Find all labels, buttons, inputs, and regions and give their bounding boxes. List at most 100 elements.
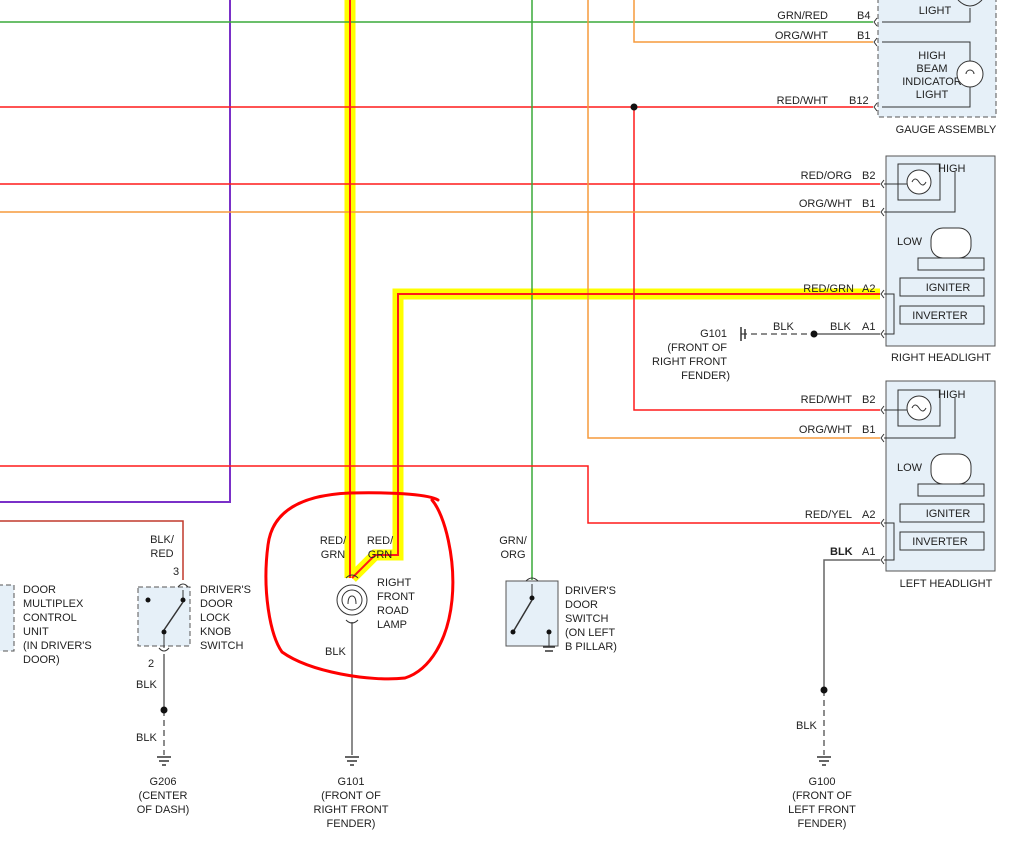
road-lamp-l3: ROAD (377, 605, 409, 617)
g101-bottom-name: G101 (338, 776, 365, 788)
label-grn-org-2: ORG (500, 549, 525, 561)
pin-a2-left: A2 (862, 509, 875, 521)
door-switch-l2: DOOR (565, 599, 598, 611)
ground-g101-top: G101 (FRONT OF RIGHT FRONT FENDER) (652, 327, 746, 382)
switch-contact-icon (510, 629, 516, 635)
switch-blade-icon (163, 601, 184, 631)
rh-inverter-label: INVERTER (912, 310, 967, 322)
splice-points (160, 103, 828, 714)
switch-contact-icon (529, 595, 535, 601)
label-red-grn-left-1: RED/ (320, 535, 347, 547)
pin-chevron-icon (880, 433, 885, 443)
g101-top-l3: FENDER) (681, 370, 730, 382)
door-mux-box (0, 584, 15, 652)
lock-switch-l3: LOCK (200, 612, 231, 624)
pin-chevron-icon (880, 405, 885, 415)
label-blk-a1-left: BLK (830, 546, 853, 558)
rh-internal-wire (884, 172, 956, 213)
switch-contact-icon (161, 629, 167, 635)
g101-bottom-l3: FENDER) (327, 818, 376, 830)
g101-top-name: G101 (700, 328, 727, 340)
pin-chevron-icon (880, 518, 885, 528)
connector-icon (345, 574, 359, 579)
gauge-hb-2: BEAM (916, 63, 947, 75)
gauge-hb-3: INDICATOR (902, 76, 962, 88)
pin-chevron-icon (880, 329, 885, 339)
wire-org-wht-left-b1 (587, 0, 880, 439)
ground-g101-bottom: G101 (FRONT OF RIGHT FRONT FENDER) (314, 756, 389, 830)
g206-name: G206 (150, 776, 177, 788)
right-headlight: HIGH LOW IGNITER INVERTER RIGHT HEADLIGH… (884, 155, 996, 364)
label-grn-red: GRN/RED (777, 10, 828, 22)
g100-name: G100 (809, 776, 836, 788)
splice-dot (160, 706, 168, 714)
pin-a1-left: A1 (862, 546, 875, 558)
pin-a1-right: A1 (862, 321, 875, 333)
label-red-wht: RED/WHT (777, 95, 829, 107)
label-red-grn-left-2: GRN (321, 549, 346, 561)
connector-icon (158, 647, 170, 652)
door-mux-l1: DOOR (23, 584, 56, 596)
wire-blk-red (0, 520, 184, 580)
door-switch-l3: SWITCH (565, 613, 608, 625)
indicator-bulb-icon (956, 60, 984, 88)
wire-red-wht-left-b2 (633, 107, 880, 411)
bulb-icon (957, 0, 983, 7)
splice-dot (820, 686, 828, 694)
highlight-red-grn-route (348, 288, 880, 582)
connector-icon (177, 583, 189, 588)
high-bulb-frame (897, 389, 941, 427)
highlighted-circuit (344, 0, 880, 582)
door-mux-l2: MULTIPLEX (23, 598, 84, 610)
gauge-internal-wire (882, 8, 971, 23)
splice-dot (810, 330, 818, 338)
door-mux-l3: CONTROL (23, 612, 77, 624)
wire-org-wht-b1-gauge (633, 0, 873, 43)
g206-l2: OF DASH) (137, 804, 190, 816)
gauge-hb-4: LIGHT (916, 89, 949, 101)
label-red-grn-right-2: GRN (368, 549, 393, 561)
lock-switch-l1: DRIVER'S (200, 584, 251, 596)
label-red-wht-left: RED/WHT (801, 394, 853, 406)
driver-door-switch: GRN/ ORG DRIVER'S DOOR SWITCH (ON LEFT B… (499, 535, 617, 653)
pin-chevron-icon (873, 17, 878, 27)
lh-internal-wire (884, 398, 956, 439)
g100-l1: (FRONT OF (792, 790, 852, 802)
gauge-light-label: LIGHT (919, 5, 952, 17)
pin-a2-right: A2 (862, 283, 875, 295)
rh-igniter-label: IGNITER (926, 282, 971, 294)
g101-top-l1: (FRONT OF (667, 342, 727, 354)
hid-bulb-icon (930, 227, 972, 259)
g101-bottom-l1: (FRONT OF (321, 790, 381, 802)
lamp-reflector-icon (341, 589, 363, 611)
lh-low-label: LOW (897, 462, 923, 474)
pin-b4: B4 (857, 10, 870, 22)
label-red-grn-a2: RED/GRN (803, 283, 854, 295)
label-blk-red-1: BLK/ (150, 534, 175, 546)
hid-bulb-icon (930, 453, 972, 485)
wire-blk-a1-left (823, 559, 880, 690)
label-blk-2: BLK (830, 321, 851, 333)
label-blk-road-lamp: BLK (325, 646, 346, 658)
connector-icon (525, 577, 539, 582)
high-bulb-frame (897, 163, 941, 201)
pin-chevron-icon (880, 207, 885, 217)
switch-blade-icon (512, 599, 533, 633)
ground-g100: BLK G100 (FRONT OF LEFT FRONT FENDER) (788, 720, 856, 830)
pin-2: 2 (148, 658, 154, 670)
door-switch-l4: (ON LEFT (565, 627, 615, 639)
door-switch-l5: B PILLAR) (565, 641, 617, 653)
g100-l3: FENDER) (798, 818, 847, 830)
connector-chevrons (873, 17, 885, 565)
switch-contact-icon (145, 597, 151, 603)
label-red-yel: RED/YEL (805, 509, 852, 521)
label-blk-lock-1: BLK (136, 679, 157, 691)
rh-internal-wire (884, 293, 895, 335)
door-lock-knob-switch: BLK/ RED 3 DRIVER'S DOOR LOCK KNOB SWITC… (136, 534, 251, 744)
wire-red-grn-a2 (351, 293, 880, 579)
door-multiplex-unit: DOOR MULTIPLEX CONTROL UNIT (IN DRIVER'S… (0, 584, 92, 666)
pin-chevron-icon (873, 102, 878, 112)
label-org-wht-left: ORG/WHT (799, 424, 852, 436)
pin-chevron-icon (880, 289, 885, 299)
